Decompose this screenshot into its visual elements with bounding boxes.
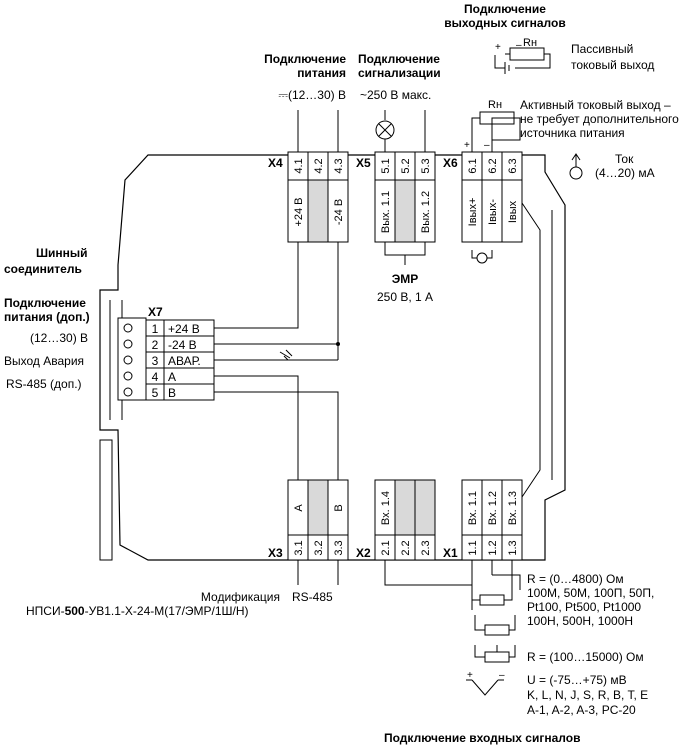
x1-name: X1 [443,546,458,560]
r1-line2: 100М, 50М, 100П, 50П, [527,586,655,600]
r1-line4: 100Н, 500Н, 1000Н [527,614,634,628]
module-housing [99,154,566,561]
potentiometer-icon [484,651,510,663]
svg-text:–: – [499,670,505,681]
passive-label-1: Пассивный [571,42,634,56]
right-rib [519,199,553,501]
passive-label-2: токовый выход [571,58,655,72]
aux-label-alarm: Выход Авария [4,354,85,368]
bottom-clip [99,439,113,561]
x7-pin: 5 [151,386,159,400]
u-line3: A-1, A-2, A-3, PC-20 [527,703,636,717]
in-header: Подключение входных сигналов [384,731,581,745]
x7-pin: 2 [151,338,159,352]
ground-icon [476,252,488,264]
svg-text:+: + [495,42,501,53]
aux-header-2: питания (доп.) [4,310,90,324]
x7-signal: A [168,370,177,384]
svg-text:+: + [467,670,473,681]
active-label-3: источника питания [520,126,625,140]
u-line2: K, L, N, J, S, R, B, T, E [527,688,649,702]
bus-label-1: Шинный [36,246,88,260]
power-value: ⎓(12…30) В [278,88,346,102]
input-wires [466,560,521,696]
terminal-x1 [461,479,523,561]
terminal-x5 [374,151,436,243]
x3-name: X3 [268,546,283,560]
modification-title: Модификация [200,590,280,604]
current-source-icon [569,166,583,180]
signal-header-1: Подключение [358,52,440,66]
out-header-1: Подключение [464,2,546,16]
signal-value: ~250 В макс. [360,88,432,102]
power-header-2: питания [297,66,346,80]
current-label-1: Ток [615,152,634,166]
x5-name: X5 [356,156,371,170]
x7-wires [214,242,339,480]
rn-active: Rн [488,99,503,111]
power-header-1: Подключение [264,52,346,66]
modification-code: НПСИ-500-УВ1.1-Х-24-М(17/ЭМР/1Ш/Н) [26,604,249,618]
x7-signal: +24 В [168,322,200,336]
terminal-x3 [287,479,349,561]
svg-text:–: – [484,140,490,151]
aux-label-rs485: RS-485 (доп.) [6,377,82,391]
current-label-2: (4…20) мА [595,166,655,180]
aux-header-1: Подключение [4,296,86,310]
r1-line3: Pt100, Pt500, Pt1000 [527,600,642,614]
x2-name: X2 [356,546,371,560]
terminal-x2 [374,479,436,561]
rn-passive: Rн [523,37,538,49]
terminal-x7 [117,317,215,401]
emr-bracket [384,242,426,256]
x7-name: X7 [148,305,163,319]
u-line1: U = (-75…+75) мВ [527,673,627,687]
svg-text:+: + [464,140,470,151]
active-label-1: Активный токовый выход – [520,98,671,112]
aux-label-power: (12…30) В [30,331,89,345]
optocoupler-icon [279,349,293,361]
r1-line1: R = (0…4800) Ом [527,572,624,586]
x7-pin: 3 [151,354,159,368]
rs485-label: RS-485 [292,590,333,604]
x7-pin: 1 [151,322,159,336]
x7-signal: B [168,386,177,400]
x7-signal: АВАР. [168,354,201,368]
terminal-x6 [461,151,523,243]
x6-name: X6 [443,156,458,170]
signal-header-2: сигнализации [358,66,441,80]
x7-pin: 4 [151,370,159,384]
out-header-2: выходных сигналов [444,16,566,30]
x7-signal: -24 В [168,338,197,352]
svg-text:–: – [516,40,522,51]
terminal-x4 [287,151,349,243]
x4-name: X4 [268,156,283,170]
bus-label-2: соединитель [4,262,82,276]
r2-label: R = (100…15000) Ом [527,650,644,664]
active-label-2: не требует дополнительного [520,112,679,126]
emr-spec: 250 В, 1 А [376,290,434,304]
emr-title: ЭМР [391,272,419,286]
